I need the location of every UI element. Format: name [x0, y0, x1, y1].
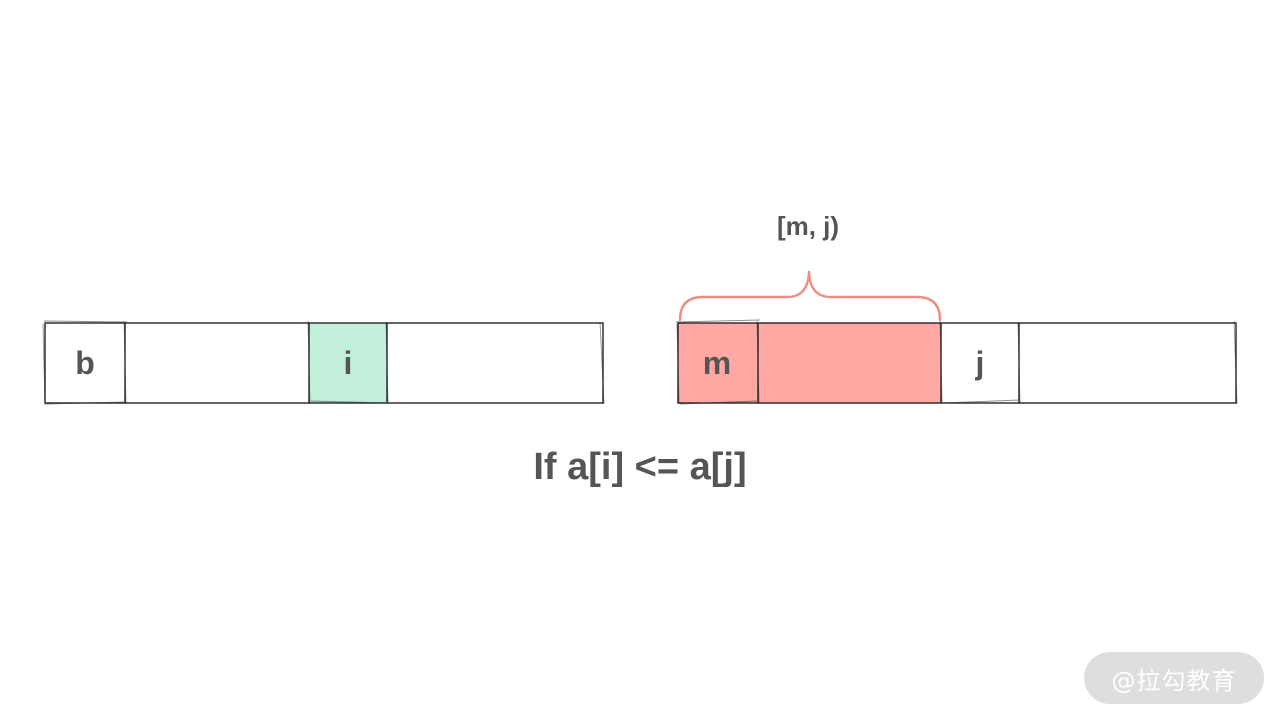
right-cell-j	[941, 323, 1019, 403]
left-cell-empty-2	[387, 323, 603, 403]
left-array: b i	[42, 320, 605, 406]
right-sketch-stroke	[675, 319, 1238, 405]
left-cell-b	[45, 323, 125, 403]
right-cell-j-label: j	[975, 345, 985, 381]
left-cell-empty-1	[125, 323, 309, 403]
right-array: m j	[675, 319, 1238, 405]
right-cell-range	[758, 323, 941, 403]
left-sketch-stroke	[42, 320, 605, 406]
right-cell-m-label: m	[703, 345, 731, 381]
right-cell-empty	[1019, 323, 1236, 403]
watermark-text: @拉勾教育	[1111, 666, 1237, 695]
right-cell-m	[678, 323, 758, 403]
range-brace	[678, 270, 942, 322]
left-array-outline	[44, 322, 604, 404]
range-label: [m, j)	[777, 211, 839, 241]
left-cell-b-label: b	[75, 345, 95, 381]
left-cell-i	[309, 323, 387, 403]
watermark-badge: @拉勾教育	[1084, 652, 1264, 704]
condition-text: If a[i] <= a[j]	[533, 446, 746, 488]
left-cell-i-label: i	[344, 345, 353, 381]
